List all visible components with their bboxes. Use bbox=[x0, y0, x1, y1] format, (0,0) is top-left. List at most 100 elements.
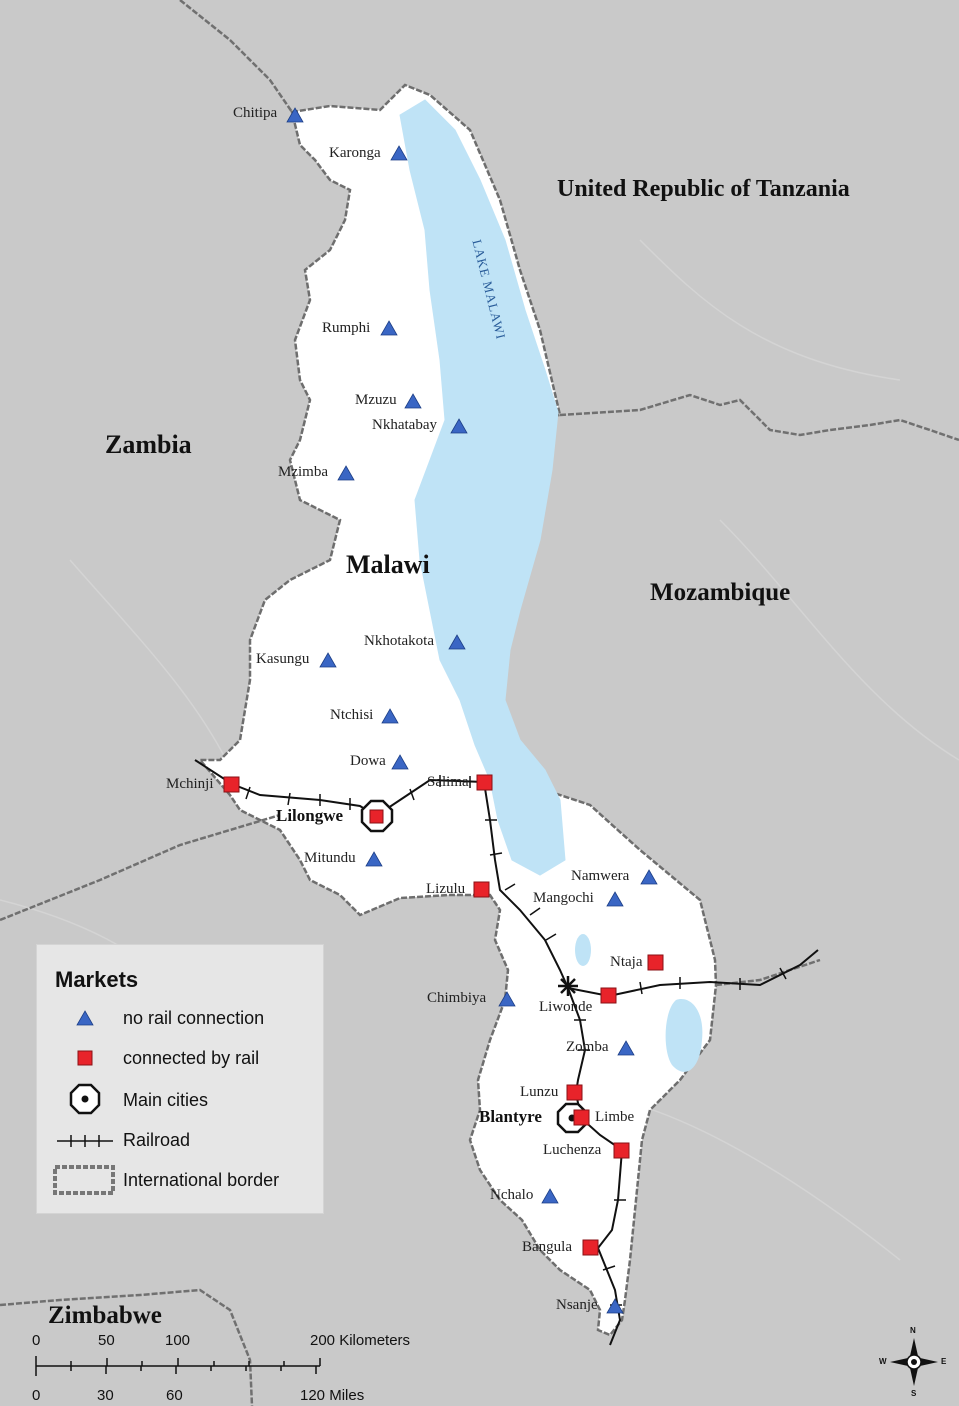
legend-main-city-symbol bbox=[69, 1083, 101, 1115]
legend-label-rail: connected by rail bbox=[123, 1048, 260, 1068]
legend-railroad-symbol bbox=[57, 1135, 113, 1147]
town-label-namwera: Namwera bbox=[571, 868, 630, 884]
scale-mi-30: 30 bbox=[97, 1387, 114, 1404]
town-label-luchenza: Luchenza bbox=[543, 1142, 602, 1158]
border-tanzania-mozambique bbox=[559, 393, 959, 442]
town-label-lunzu: Lunzu bbox=[520, 1084, 559, 1100]
scale-mi-60: 60 bbox=[166, 1387, 183, 1404]
railroad-ticks bbox=[245, 775, 787, 1306]
city-label-lilongwe: Lilongwe bbox=[276, 806, 344, 825]
marker-zomba bbox=[617, 1040, 635, 1056]
marker-mzuzu bbox=[404, 393, 422, 409]
border-mozambique-east bbox=[715, 958, 821, 987]
city-label-blantyre: Blantyre bbox=[479, 1107, 542, 1126]
marker-namwera bbox=[640, 869, 658, 885]
marker-nsanje bbox=[606, 1298, 624, 1314]
marker-limbe bbox=[573, 1109, 590, 1126]
town-label-dowa: Dowa bbox=[350, 753, 386, 769]
rail-markers bbox=[223, 774, 664, 1256]
legend-square-symbol bbox=[77, 1050, 93, 1066]
border-tanzania-zambia bbox=[179, 0, 294, 113]
marker-kasungu bbox=[319, 652, 337, 668]
town-label-kasungu: Kasungu bbox=[256, 651, 310, 667]
legend-border-symbol bbox=[53, 1165, 115, 1195]
river-line bbox=[719, 519, 959, 761]
main-city-symbol-lilongwe bbox=[360, 799, 394, 833]
marker-mangochi bbox=[606, 891, 624, 907]
river-line bbox=[639, 239, 901, 381]
town-label-bangula: Bangula bbox=[522, 1239, 572, 1255]
malawi-territory bbox=[197, 83, 718, 1337]
border-zimbabwe bbox=[0, 1288, 254, 1406]
town-label-limbe: Limbe bbox=[595, 1109, 635, 1125]
marker-nkhatabay bbox=[450, 418, 468, 434]
marker-mchinji bbox=[223, 776, 240, 793]
legend-label-main-cities: Main cities bbox=[123, 1090, 209, 1110]
town-label-mitundu: Mitundu bbox=[304, 850, 356, 866]
compass-e: E bbox=[941, 1357, 947, 1366]
town-label-mzuzu: Mzuzu bbox=[355, 392, 397, 408]
marker-mzimba bbox=[337, 465, 355, 481]
country-label-zimbabwe: Zimbabwe bbox=[48, 1302, 162, 1329]
town-label-chitipa: Chitipa bbox=[233, 105, 278, 121]
town-label-karonga: Karonga bbox=[329, 145, 381, 161]
country-label-mozambique: Mozambique bbox=[650, 579, 791, 606]
town-label-zomba: Zomba bbox=[566, 1039, 609, 1055]
town-label-mzimba: Mzimba bbox=[278, 464, 328, 480]
legend-label-border: International border bbox=[123, 1170, 280, 1190]
marker-bangula bbox=[582, 1239, 599, 1256]
legend-label-railroad: Railroad bbox=[123, 1130, 191, 1150]
marker-rumphi bbox=[380, 320, 398, 336]
town-label-nkhatabay: Nkhatabay bbox=[372, 417, 437, 433]
compass-s: S bbox=[911, 1389, 917, 1398]
scale-mi-120: 120 Miles bbox=[300, 1387, 365, 1404]
town-label-nchalo: Nchalo bbox=[490, 1187, 534, 1203]
country-label-tanzania: United Republic of Tanzania bbox=[557, 176, 850, 202]
river-line bbox=[619, 1099, 901, 1261]
town-label-mangochi: Mangochi bbox=[533, 890, 594, 906]
border-zambia-mozambique bbox=[0, 813, 281, 922]
lake-malawi bbox=[399, 99, 566, 876]
legend-symbols bbox=[53, 1010, 115, 1195]
lake-malombe bbox=[575, 934, 591, 966]
marker-salima bbox=[476, 774, 493, 791]
scale-bar bbox=[35, 1356, 321, 1376]
marker-mitundu bbox=[365, 851, 383, 867]
marker-lizulu bbox=[473, 881, 490, 898]
legend-label-no-rail: no rail connection bbox=[123, 1008, 265, 1028]
map-legend: Markets no rail connection connected by … bbox=[36, 944, 324, 1214]
compass-n: N bbox=[910, 1326, 916, 1335]
town-label-liwonde: Liwonde bbox=[539, 999, 593, 1015]
country-label-zambia: Zambia bbox=[105, 430, 192, 459]
town-label-lizulu: Lizulu bbox=[426, 881, 466, 897]
compass-rose bbox=[890, 1338, 938, 1386]
no-rail-markers bbox=[286, 107, 658, 1314]
town-label-mchinji: Mchinji bbox=[166, 776, 214, 792]
legend-triangle-symbol bbox=[76, 1010, 94, 1026]
scale-km-50: 50 bbox=[98, 1332, 115, 1349]
marker-chimbiya bbox=[498, 991, 516, 1007]
town-label-nsanje: Nsanje bbox=[556, 1297, 598, 1313]
marker-ntaja bbox=[647, 954, 664, 971]
scale-km-0: 0 bbox=[32, 1332, 41, 1349]
town-label-rumphi: Rumphi bbox=[322, 320, 371, 336]
marker-nkhotakota bbox=[448, 634, 466, 650]
marker-ntchisi bbox=[381, 708, 399, 724]
town-label-nkhotakota: Nkhotakota bbox=[364, 633, 434, 649]
marker-karonga bbox=[390, 145, 408, 161]
compass-w: W bbox=[879, 1357, 887, 1366]
junction-asterisk bbox=[558, 976, 578, 996]
marker-lunzu bbox=[566, 1084, 583, 1101]
town-label-ntchisi: Ntchisi bbox=[330, 707, 374, 723]
scale-km-200: 200 Kilometers bbox=[310, 1332, 411, 1349]
legend-title: Markets bbox=[55, 967, 139, 992]
lake-chilwa bbox=[665, 999, 703, 1072]
country-label-malawi: Malawi bbox=[346, 550, 430, 579]
town-label-chimbiya: Chimbiya bbox=[427, 990, 487, 1006]
marker-liwonde bbox=[600, 987, 617, 1004]
marker-chitipa bbox=[286, 107, 304, 123]
marker-luchenza bbox=[613, 1142, 630, 1159]
town-label-salima: Salima bbox=[427, 774, 469, 790]
marker-dowa bbox=[391, 754, 409, 770]
town-label-ntaja: Ntaja bbox=[610, 954, 643, 970]
